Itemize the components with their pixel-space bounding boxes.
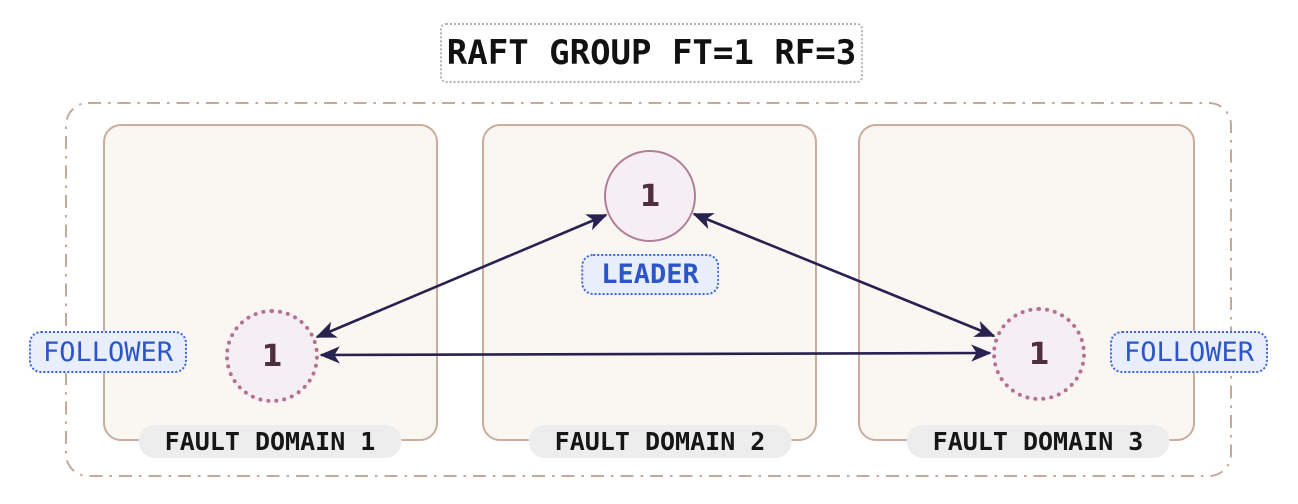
leader-role-badge: LEADER [581,254,719,295]
follower-node-number-domain1: 1 [261,338,283,374]
follower-node-circle-domain3: 1 [992,307,1086,401]
fault-domain-2-label: FAULT DOMAIN 2 [528,425,792,458]
leader-node-circle: 1 [604,150,696,242]
fault-domain-1-label: FAULT DOMAIN 1 [138,425,402,458]
leader-node-number: 1 [639,178,661,214]
follower-role-badge-domain3: FOLLOWER [1109,331,1269,373]
follower-node-circle-domain1: 1 [225,309,319,403]
follower-node-number-domain3: 1 [1028,336,1050,372]
fault-domain-3-label: FAULT DOMAIN 3 [906,425,1170,458]
raft-group-title: RAFT GROUP FT=1 RF=3 [440,23,863,83]
follower-role-badge-domain1: FOLLOWER [28,331,188,373]
